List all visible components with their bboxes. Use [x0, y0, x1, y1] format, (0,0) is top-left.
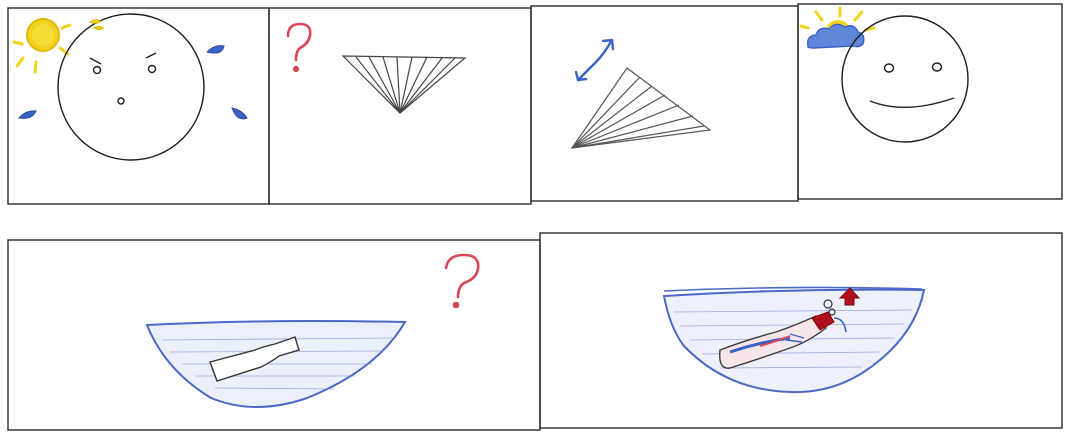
panel-bowl-bubbles: [664, 287, 924, 392]
sun-behind-cloud-icon: [801, 8, 874, 48]
folded-fan-icon: [343, 56, 465, 113]
panel-hot-face: [14, 14, 247, 160]
water-bowl-icon: [147, 321, 405, 407]
folded-fan-icon: [572, 68, 710, 148]
worried-face-icon: [58, 14, 204, 160]
top-row-frames: [8, 4, 1062, 204]
smiling-face-icon: [842, 16, 968, 142]
panel-fan-question: [288, 24, 465, 113]
panel-bowl-question: [147, 255, 478, 407]
question-mark-icon: [446, 255, 478, 307]
rotate-arrow-icon: [576, 40, 613, 80]
question-mark-icon: [288, 24, 310, 71]
panel-frame-3: [531, 6, 798, 201]
panel-fan-waving: [572, 40, 710, 148]
panel-happy-face: [801, 8, 968, 142]
